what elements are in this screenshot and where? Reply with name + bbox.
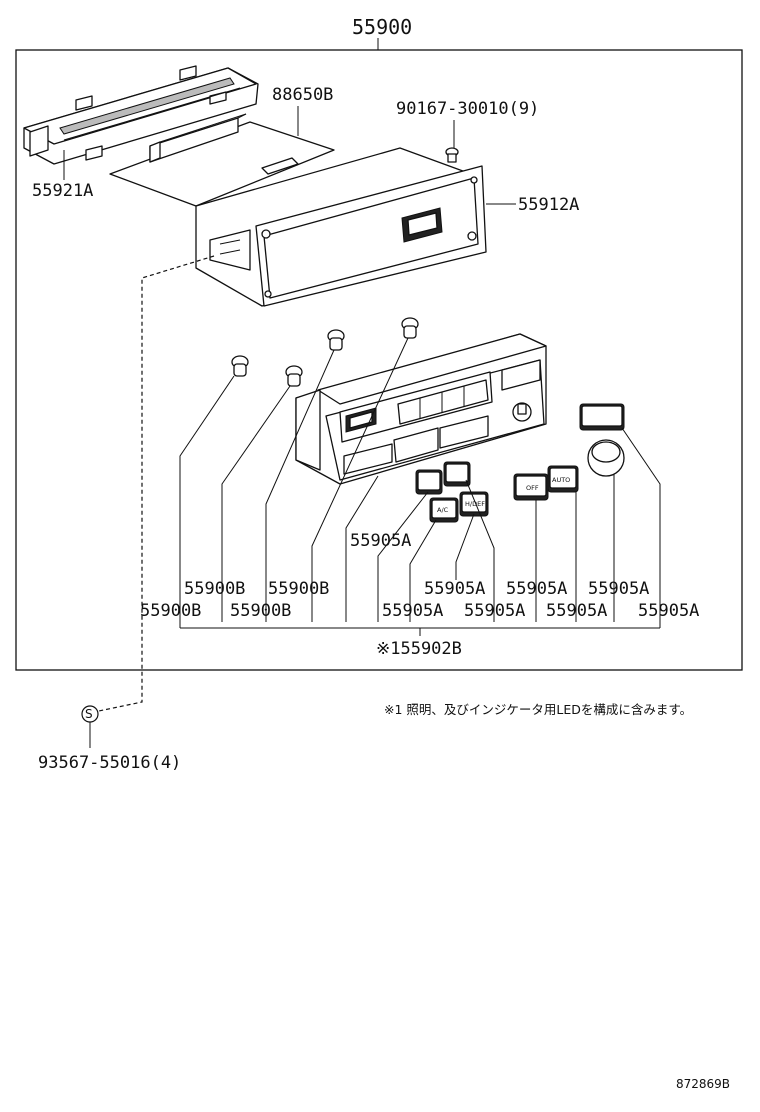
assembly-label: 55900 <box>352 15 412 39</box>
button-off-label: OFF <box>526 484 539 492</box>
button-ac: A/C <box>429 497 459 523</box>
label-55921A: 55921A <box>32 181 93 201</box>
bulb-4 <box>401 317 419 339</box>
label-55912A: 55912A <box>518 195 579 215</box>
label-55900B-4: 55900B <box>230 601 291 621</box>
button-small <box>579 403 625 431</box>
label-55905A-1: 55905A <box>350 531 411 551</box>
label-55905A-3: 55905A <box>506 579 567 599</box>
bulb-3 <box>327 329 345 351</box>
label-93567: 93567-55016(4) <box>38 753 181 773</box>
button-hdef-label: H/DEF <box>465 500 485 508</box>
label-88650B: 88650B <box>272 85 333 105</box>
assembly-frame <box>15 49 743 671</box>
label-55905A-6: 55905A <box>464 601 525 621</box>
label-55900B-2: 55900B <box>268 579 329 599</box>
label-55902B: ※155902B <box>376 639 462 659</box>
board-88650B <box>109 113 335 207</box>
screw-90167 <box>445 147 459 163</box>
leader-lines <box>179 337 661 636</box>
label-55905A-5: 55905A <box>382 601 443 621</box>
drawing-code: 872869B <box>676 1077 730 1091</box>
button-off: OFF <box>513 473 549 501</box>
button-ac-label: A/C <box>437 506 449 514</box>
button-auto-label: AUTO <box>552 476 570 484</box>
footnote: ※1 照明、及びインジケータ用LEDを構成に含みます。 <box>384 702 692 717</box>
label-55905A-7: 55905A <box>546 601 607 621</box>
label-55900B-3: 55900B <box>140 601 201 621</box>
label-55905A-8: 55905A <box>638 601 699 621</box>
bulb-2 <box>285 365 303 387</box>
bulb-1 <box>231 355 249 377</box>
control-panel <box>295 333 547 485</box>
button-hdef: H/DEF <box>459 491 489 517</box>
label-55905A-4: 55905A <box>588 579 649 599</box>
bracket-55921A <box>23 65 259 165</box>
knob <box>587 439 625 477</box>
label-90167: 90167-30010(9) <box>396 99 539 119</box>
housing-55912A <box>195 147 487 307</box>
screw-symbol-text: S <box>85 707 93 721</box>
button-auto: AUTO <box>547 465 579 493</box>
screw-symbol-93567: S <box>81 705 99 723</box>
button-2 <box>443 461 471 487</box>
label-55900B-1: 55900B <box>184 579 245 599</box>
button-1 <box>415 469 443 495</box>
label-55905A-2: 55905A <box>424 579 485 599</box>
